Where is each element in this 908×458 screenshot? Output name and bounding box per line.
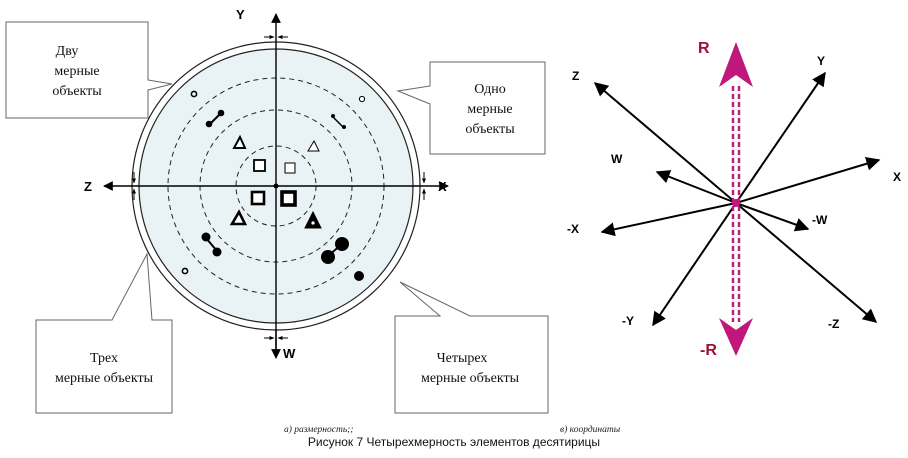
callout-four-dim-line1: Четырех xyxy=(437,351,488,366)
square-bl xyxy=(250,190,266,206)
callout-two-dim: Дву мерные объекты xyxy=(5,21,173,119)
callout-two-dim-line2: мерные xyxy=(54,64,99,79)
dimension-diagram: Y X Z W xyxy=(5,7,549,414)
square-tl xyxy=(253,159,266,172)
small-circle-tr xyxy=(358,95,366,103)
r-axis xyxy=(719,42,753,356)
caption-title: Рисунок 7 Четырехмерность элементов деся… xyxy=(308,435,600,449)
label-neg-x: -X xyxy=(567,222,579,236)
r-arrow-up xyxy=(719,42,753,87)
triangle-br xyxy=(304,210,322,229)
axis-neg-x-line xyxy=(600,202,737,237)
axis-z-line xyxy=(593,82,737,204)
axis-w-line xyxy=(655,170,737,204)
callout-one-dim: Одно мерные объекты xyxy=(396,61,546,155)
filled-circle-br xyxy=(354,271,364,281)
callout-three-dim: Трех мерные объекты xyxy=(35,252,173,414)
center-point xyxy=(273,183,279,189)
small-circle-bl xyxy=(181,267,189,275)
label-neg-r: -R xyxy=(700,342,717,359)
callout-one-dim-line3: объекты xyxy=(465,122,515,137)
axis-neg-w-line xyxy=(735,202,810,232)
axis-label-y: Y xyxy=(236,7,245,22)
r-arrow-down xyxy=(719,318,753,356)
origin-point xyxy=(732,199,740,207)
axis-label-x: X xyxy=(438,179,447,194)
dumbbell-bl xyxy=(201,232,222,257)
label-x: X xyxy=(893,170,901,184)
triangle-tl xyxy=(232,134,247,149)
callout-one-dim-line2: мерные xyxy=(467,102,512,117)
dumbbell-tl xyxy=(205,109,225,128)
callout-two-dim-line3: объекты xyxy=(52,84,102,99)
square-tr xyxy=(284,162,296,174)
dumbbell-br xyxy=(321,237,349,264)
callout-three-dim-line1: Трех xyxy=(90,351,118,366)
label-w: W xyxy=(611,152,623,166)
figure-caption: а) размерность;; в) координаты Рисунок 7… xyxy=(284,424,621,449)
callout-three-dim-line2: мерные объекты xyxy=(55,371,154,386)
dumbbell-tr xyxy=(331,114,346,129)
small-circle-tl xyxy=(190,90,198,98)
axis-label-w: W xyxy=(283,346,296,361)
label-r: R xyxy=(698,40,710,57)
axis-neg-z-line xyxy=(735,202,878,323)
triangle-br-dot xyxy=(311,221,315,225)
callout-two-dim-line1: Дву xyxy=(56,44,79,59)
axis-y-line xyxy=(735,71,826,204)
callout-four-dim: Четырех мерные объекты xyxy=(394,281,549,414)
square-br xyxy=(280,190,297,207)
axis-label-z: Z xyxy=(84,179,92,194)
triangle-tr xyxy=(307,139,320,152)
label-neg-z: -Z xyxy=(828,317,839,331)
coordinate-diagram: R -R Z Y W X -X -W -Y -Z xyxy=(567,40,901,359)
callout-four-dim-line2: мерные объекты xyxy=(421,371,520,386)
axis-x-line xyxy=(735,156,881,204)
caption-sub-b: в) координаты xyxy=(560,424,621,435)
caption-sub-a: а) размерность;; xyxy=(284,424,353,435)
axis-neg-y-line xyxy=(652,202,737,327)
label-neg-w: -W xyxy=(812,213,828,227)
label-neg-y: -Y xyxy=(622,314,634,328)
callout-one-dim-line1: Одно xyxy=(474,82,506,97)
triangle-bl xyxy=(229,209,248,226)
label-y: Y xyxy=(817,54,825,68)
label-z: Z xyxy=(572,69,579,83)
